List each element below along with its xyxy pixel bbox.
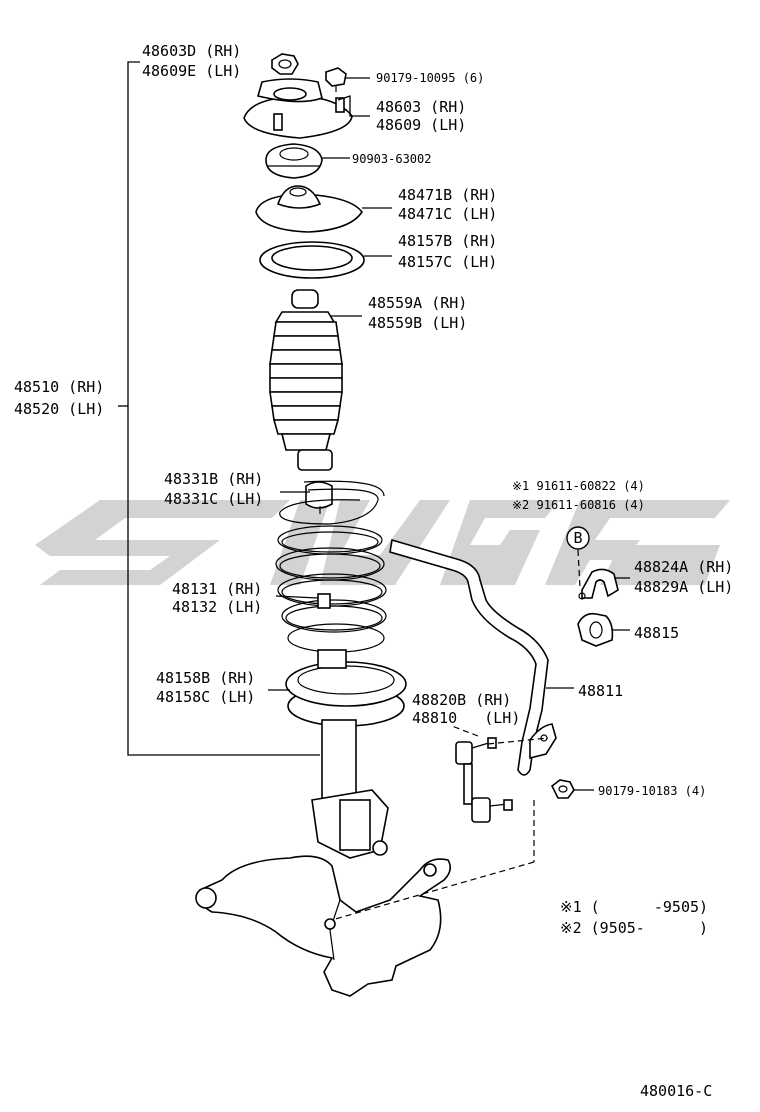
watermark-logo (35, 500, 730, 585)
callout-link-lh: 48810 (LH) (412, 709, 520, 727)
note-1: ※1 ( -9505) (560, 898, 708, 916)
callout-bracket-lh: 48829A (LH) (634, 578, 733, 596)
callout-lower-insulator-lh: 48158C (LH) (156, 688, 255, 706)
stabilizer-bushing (577, 612, 614, 647)
callout-nut-top-rh: 48603D (RH) (142, 42, 241, 60)
leader-lines (268, 77, 630, 921)
upper-spring-seat (255, 185, 363, 233)
callout-bracket-rh: 48824A (RH) (634, 558, 733, 576)
stabilizer-bar (389, 538, 557, 776)
strut-body (311, 719, 389, 859)
figure-id: 480016-C (640, 1082, 712, 1100)
callout-nut-top-lh: 48609E (LH) (142, 62, 241, 80)
strut-top-nut (271, 53, 299, 75)
strut-support (243, 78, 353, 139)
callout-coil-spring-lh: 48132 (LH) (172, 598, 262, 616)
callout-bushing: 48815 (634, 624, 679, 642)
callout-stab-bolt-2: ※2 91611-60816 (4) (512, 498, 645, 512)
steering-knuckle (195, 855, 452, 997)
callout-bearing: 90903-63002 (352, 152, 431, 166)
callout-link-nut: 90179-10183 (4) (598, 784, 706, 798)
callout-stab-bolt-1: ※1 91611-60822 (4) (512, 479, 645, 493)
note-2: ※2 (9505- ) (560, 919, 708, 937)
callout-strut-lh: 48520 (LH) (14, 400, 104, 418)
notes: ※1 ( -9505) ※2 (9505- ) (560, 898, 708, 937)
lower-spring-seat (285, 649, 407, 727)
callout-bump-stopper-lh: 48331C (LH) (164, 490, 263, 508)
link-nut (550, 779, 575, 799)
stabilizer-link (455, 737, 513, 823)
callout-insulator-rh: 48157B (RH) (398, 232, 497, 250)
callout-support-lh: 48609 (LH) (376, 116, 466, 134)
callout-spring-seat-lh: 48471C (LH) (398, 205, 497, 223)
callout-spring-seat-rh: 48471B (RH) (398, 186, 497, 204)
dust-boot (269, 289, 343, 471)
callout-link-rh: 48820B (RH) (412, 691, 511, 709)
stabilizer-bracket (578, 568, 619, 600)
callout-stabilizer-bar: 48811 (578, 682, 623, 700)
strut-rod (317, 593, 331, 609)
strut-assembly-bracket (118, 61, 320, 756)
top-bolt (325, 67, 347, 92)
callout-coil-spring-rh: 48131 (RH) (172, 580, 262, 598)
callout-dust-boot-rh: 48559A (RH) (368, 294, 467, 312)
callout-insulator-lh: 48157C (LH) (398, 253, 497, 271)
callout-support-rh: 48603 (RH) (376, 98, 466, 116)
bracket-marker: B (566, 526, 590, 589)
bracket-marker-label: B (573, 529, 582, 547)
callout-strut-rh: 48510 (RH) (14, 378, 104, 396)
callout-labels: 48603D (RH) 48609E (LH) 90179-10095 (6) … (14, 42, 733, 798)
spring-insulator (259, 241, 365, 279)
bearing (265, 143, 323, 179)
callout-bump-stopper-rh: 48331B (RH) (164, 470, 263, 488)
callout-bolt-top: 90179-10095 (6) (376, 71, 484, 85)
callout-lower-insulator-rh: 48158B (RH) (156, 669, 255, 687)
callout-dust-boot-lh: 48559B (LH) (368, 314, 467, 332)
